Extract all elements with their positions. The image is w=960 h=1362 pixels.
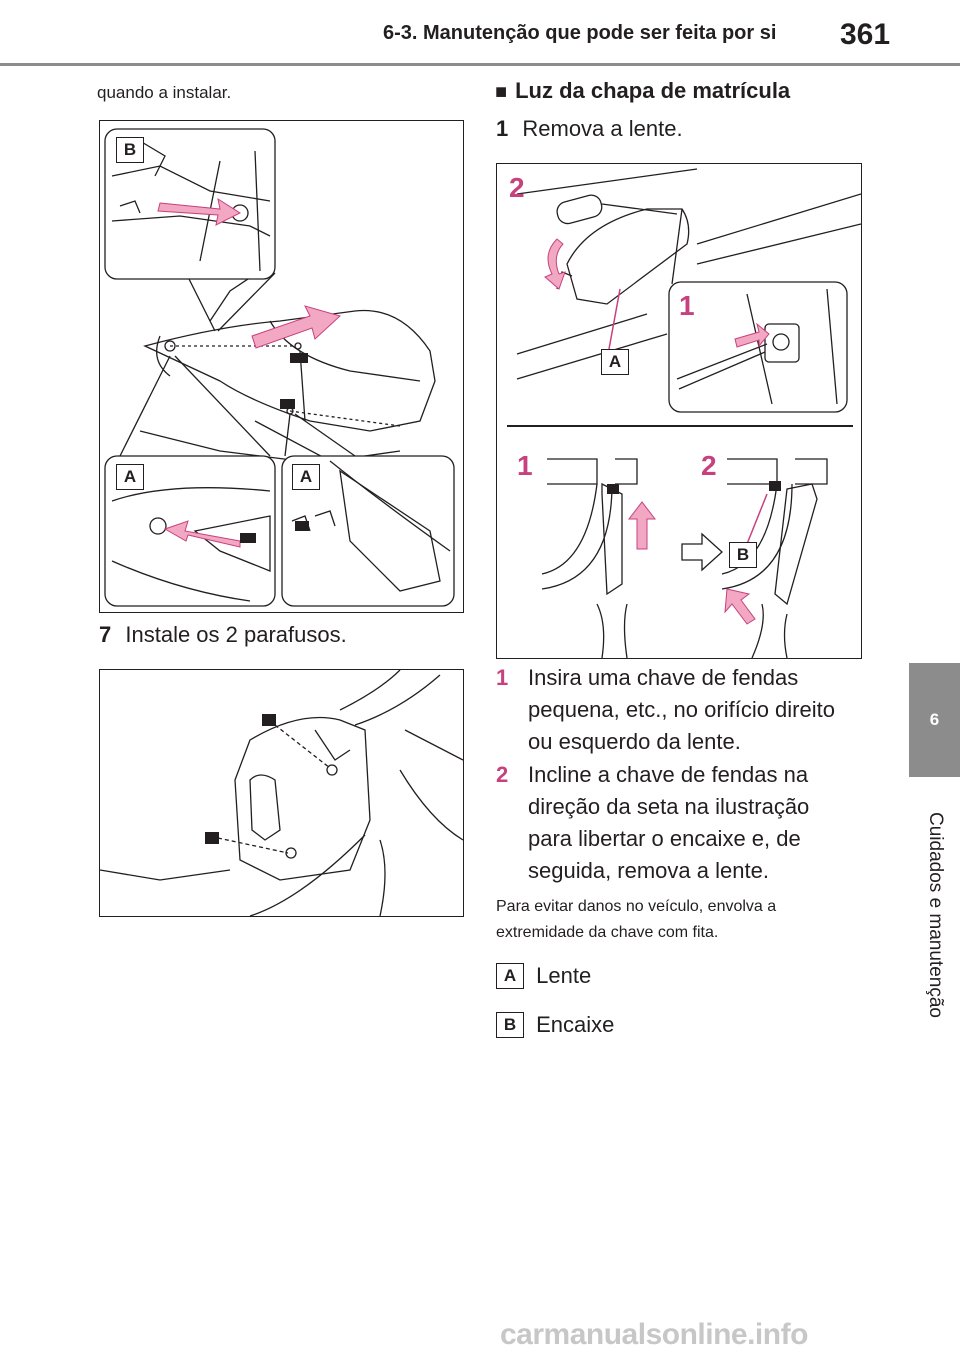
figure-label-a-right: A	[292, 464, 320, 490]
step-7-number: 7	[99, 622, 112, 647]
chapter-label-text: Cuidados e manutenção	[924, 812, 946, 1018]
figure-label-a-left: A	[116, 464, 144, 490]
license-light-illustration	[507, 168, 862, 659]
note-line-1: Para evitar danos no veículo, envolva a	[496, 898, 777, 915]
substep-2-line-3: para libertar o encaixe e, de	[528, 826, 801, 851]
screws-illustration	[99, 669, 464, 917]
figure-step-1-bottom: 1	[517, 450, 533, 481]
step-1-number: 1	[496, 116, 509, 141]
legend-key-b: B	[496, 1012, 524, 1039]
figure-screws	[99, 669, 464, 917]
figure-step-2-top: 2	[509, 172, 525, 203]
figure-label-lens: A	[601, 349, 629, 375]
substep-2-number: 2	[496, 762, 509, 787]
figure-step-2-bottom: 2	[701, 450, 717, 481]
substep-2-line-1: Incline a chave de fendas na	[528, 762, 809, 787]
figure-license-light: 2 1 A 1 2 B	[496, 163, 862, 659]
substep-1-line-1: Insira uma chave de fendas	[528, 665, 799, 690]
figure-label-b: B	[116, 137, 144, 163]
figure-label-clip: B	[729, 542, 757, 568]
page-number: 361	[840, 18, 891, 51]
step-7-text: Instale os 2 parafusos.	[125, 622, 347, 647]
legend-key-a: A	[496, 963, 524, 990]
substep-1-line-2: pequena, etc., no orifício direito	[528, 697, 835, 722]
substep-1-number: 1	[496, 665, 509, 690]
substep-2-line-4: seguida, remova a lente.	[528, 858, 769, 883]
legend-text-clip: Encaixe	[536, 1012, 615, 1038]
step-1: 1 Remova a lente.	[496, 113, 683, 145]
figure-step-1-inset: 1	[679, 290, 695, 321]
intro-text: quando a instalar.	[97, 83, 232, 102]
heading-text: Luz da chapa de matrícula	[515, 78, 791, 103]
header-rule	[0, 63, 960, 66]
chapter-label: Cuidados e manutenção	[909, 790, 960, 1040]
watermark-text: carmanualsonline.info	[500, 1318, 808, 1351]
rear-cover-illustration	[104, 128, 455, 607]
step-1-text: Remova a lente.	[522, 116, 683, 141]
note: Para evitar danos no veículo, envolva a …	[496, 894, 776, 946]
section-title: 6-3. Manutenção que pode ser feita por s…	[383, 22, 777, 44]
legend-clip: B Encaixe	[496, 1011, 615, 1039]
chapter-number: 6	[929, 710, 940, 729]
chapter-tab: 6	[909, 663, 960, 777]
substep-2-line-2: direção da seta na ilustração	[528, 794, 810, 819]
substep-1-line-3: ou esquerdo da lente.	[528, 729, 741, 754]
note-line-2: extremidade da chave com fita.	[496, 924, 719, 941]
legend-lens: A Lente	[496, 962, 592, 990]
substep-1: 1 Insira uma chave de fendas pequena, et…	[496, 662, 835, 758]
figure-rear-cover: B A A	[99, 120, 464, 613]
substep-2: 2 Incline a chave de fendas na direção d…	[496, 759, 809, 887]
section-heading: ■ Luz da chapa de matrícula	[495, 78, 790, 104]
legend-text-lens: Lente	[536, 963, 592, 989]
step-7: 7 Instale os 2 parafusos.	[99, 619, 347, 651]
heading-marker: ■	[495, 81, 508, 103]
